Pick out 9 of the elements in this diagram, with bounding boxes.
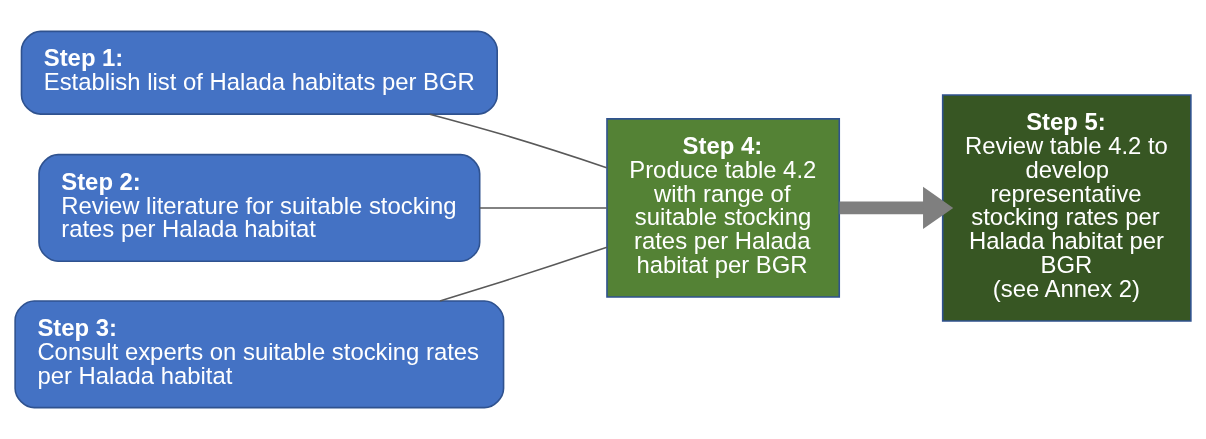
node-box: Step 3: Consult experts on suitable stocking rates per Halada habitat — [14, 300, 505, 409]
node-box: Step 4: Produce table 4.2 with range of suitable stocking rates per Halada habitat per BGR — [606, 118, 841, 298]
connector — [439, 246, 608, 302]
node-box: Step 2: Review literature for suitable stocking rates per Halada habitat — [38, 153, 481, 263]
connector — [478, 207, 608, 209]
connector — [428, 113, 608, 169]
node-box: Step 1: Establish list of Halada habitats per BGR — [20, 30, 498, 115]
arrow — [839, 186, 954, 230]
node-box: Step 5: Review table 4.2 to develop representative stocking rates per Halada habitat per BGR (see Annex 2) — [941, 94, 1192, 322]
